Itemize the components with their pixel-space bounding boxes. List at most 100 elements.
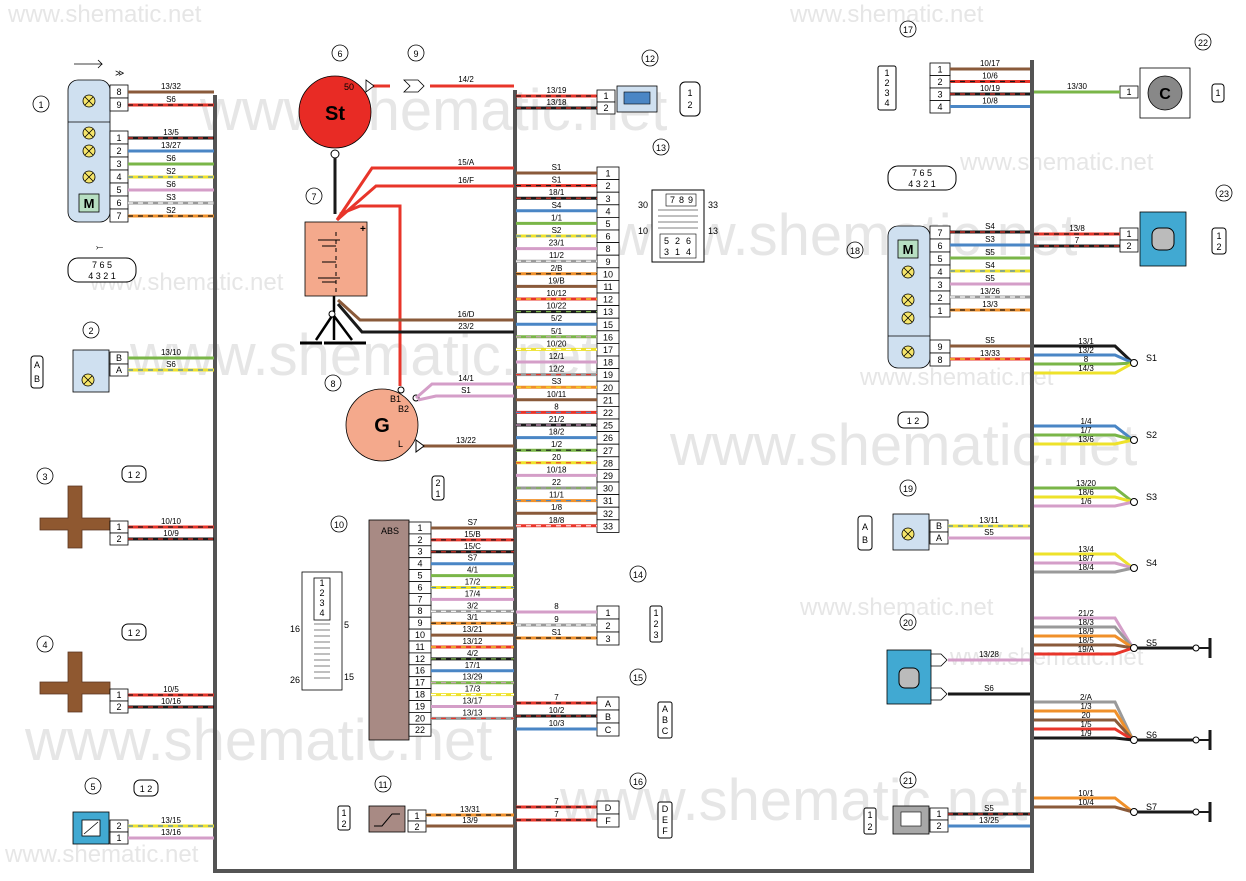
wire: S7 (431, 518, 514, 530)
pin-label: 6 (417, 582, 422, 592)
wire-label: 1/8 (551, 503, 563, 512)
pin-label: 33 (603, 521, 613, 531)
wire-label: S1 (552, 163, 562, 172)
wire-label: 17/3 (465, 685, 481, 694)
wire: 9 (516, 615, 597, 627)
svg-text:2: 2 (687, 100, 692, 110)
wire-label: 13/1 (1078, 337, 1094, 346)
svg-text:22: 22 (1198, 38, 1208, 48)
svg-text:B: B (662, 715, 668, 725)
wire-label: 10/5 (163, 685, 179, 694)
svg-text:9: 9 (688, 195, 693, 205)
wire: 13/12 (431, 637, 514, 649)
wire-label: 18/9 (1078, 627, 1094, 636)
wire-label: 10/8 (982, 97, 998, 106)
wire: 10/16 (128, 697, 214, 709)
svg-text:23: 23 (1219, 189, 1229, 199)
svg-text:4 3 2 1: 4 3 2 1 (88, 271, 116, 281)
svg-text:C: C (1159, 86, 1171, 103)
wire-label: S4 (985, 222, 995, 231)
pin-label: 28 (603, 458, 613, 468)
wire: S1 (516, 176, 597, 188)
svg-text:A: A (862, 522, 868, 532)
connector-icon: 12 (1211, 227, 1227, 255)
wire: S4 (516, 201, 597, 213)
pin-label: F (605, 816, 611, 826)
wire-label: 10/17 (980, 59, 1001, 68)
pin-label: 5 (116, 185, 121, 195)
wire-label: 10/20 (546, 339, 567, 348)
wire-label: 13/6 (1078, 435, 1094, 444)
wire-label: 18/5 (1078, 636, 1094, 645)
svg-text:A: A (936, 533, 942, 543)
wire-label: 7 (554, 693, 559, 702)
splice-node (1130, 436, 1138, 444)
wire-label: 1/1 (551, 213, 563, 222)
splice-node (1130, 564, 1138, 572)
wire-label: 19/A (1078, 645, 1095, 654)
watermark-text: www.shematic.net (199, 78, 667, 143)
wire-label: 10/10 (161, 517, 182, 526)
pin-label: 2 (937, 293, 942, 303)
wire: 13/29 (431, 673, 514, 685)
svg-text:1: 1 (1126, 87, 1131, 97)
pin-label: 7 (116, 211, 121, 221)
wire-label: S5 (984, 528, 994, 537)
wire-label: 14/3 (1078, 364, 1094, 373)
wire: 13/21 (431, 625, 514, 637)
pin-label: 12 (603, 295, 613, 305)
connector-icon: DEF (657, 801, 673, 839)
svg-text:1: 1 (341, 808, 346, 818)
wire-label: 7 (554, 810, 559, 819)
wire-label: 17/1 (465, 661, 481, 670)
pin-label: D (605, 803, 612, 813)
pin-label: 8 (417, 606, 422, 616)
wire-label: 1/9 (1080, 729, 1092, 738)
pin-label: 1 (605, 608, 610, 618)
connector-icon: 12 (679, 81, 701, 117)
svg-text:A: A (34, 360, 40, 370)
wires: 13/32S613/513/27S6S2S6S3S213/10S610/1010… (128, 59, 1120, 840)
svg-text:15: 15 (344, 672, 354, 682)
wire: S4 (950, 261, 1030, 273)
wire-label: 15/B (464, 530, 480, 539)
connector-icon: ABC (657, 701, 673, 739)
svg-text:7: 7 (670, 195, 675, 205)
pin-label: 18 (415, 690, 425, 700)
wire-label: 7 (554, 797, 559, 806)
pin-label: C (605, 725, 612, 735)
wire: S5 (948, 528, 1030, 540)
connector-icon: 1 2 (897, 411, 929, 429)
wire: S6 (128, 154, 214, 166)
wire-label: 13/16 (161, 828, 182, 837)
wire-label: 8 (554, 602, 559, 611)
wire: 11/1 (516, 491, 597, 503)
wire-label: S1 (552, 628, 562, 637)
wire-label: 13/4 (1078, 545, 1094, 554)
svg-text:5: 5 (344, 620, 349, 630)
wire: S3 (516, 377, 597, 389)
svg-text:6: 6 (686, 236, 691, 246)
wire: 10/5 (128, 685, 214, 697)
svg-text:30: 30 (638, 200, 648, 210)
svg-text:10: 10 (334, 520, 344, 530)
wire: 10/10 (128, 517, 214, 529)
pin-label: 10 (603, 269, 613, 279)
svg-text:2: 2 (1216, 242, 1221, 252)
wire: 10/3 (516, 719, 597, 731)
pin-box (408, 723, 432, 737)
svg-text:13: 13 (708, 226, 718, 236)
wire: 18/2 (516, 428, 597, 440)
wire-label: S6 (166, 360, 176, 369)
wire: 4/1 (431, 566, 514, 578)
svg-text:12: 12 (645, 54, 655, 64)
pin-label: 26 (603, 433, 613, 443)
pin-label: 3 (417, 547, 422, 557)
svg-text:18: 18 (850, 246, 860, 256)
connector-icon: 21 (431, 475, 445, 501)
wire-label: 18/8 (549, 516, 565, 525)
wire-label: 1/7 (1080, 426, 1092, 435)
wire-label: 10/3 (549, 719, 565, 728)
